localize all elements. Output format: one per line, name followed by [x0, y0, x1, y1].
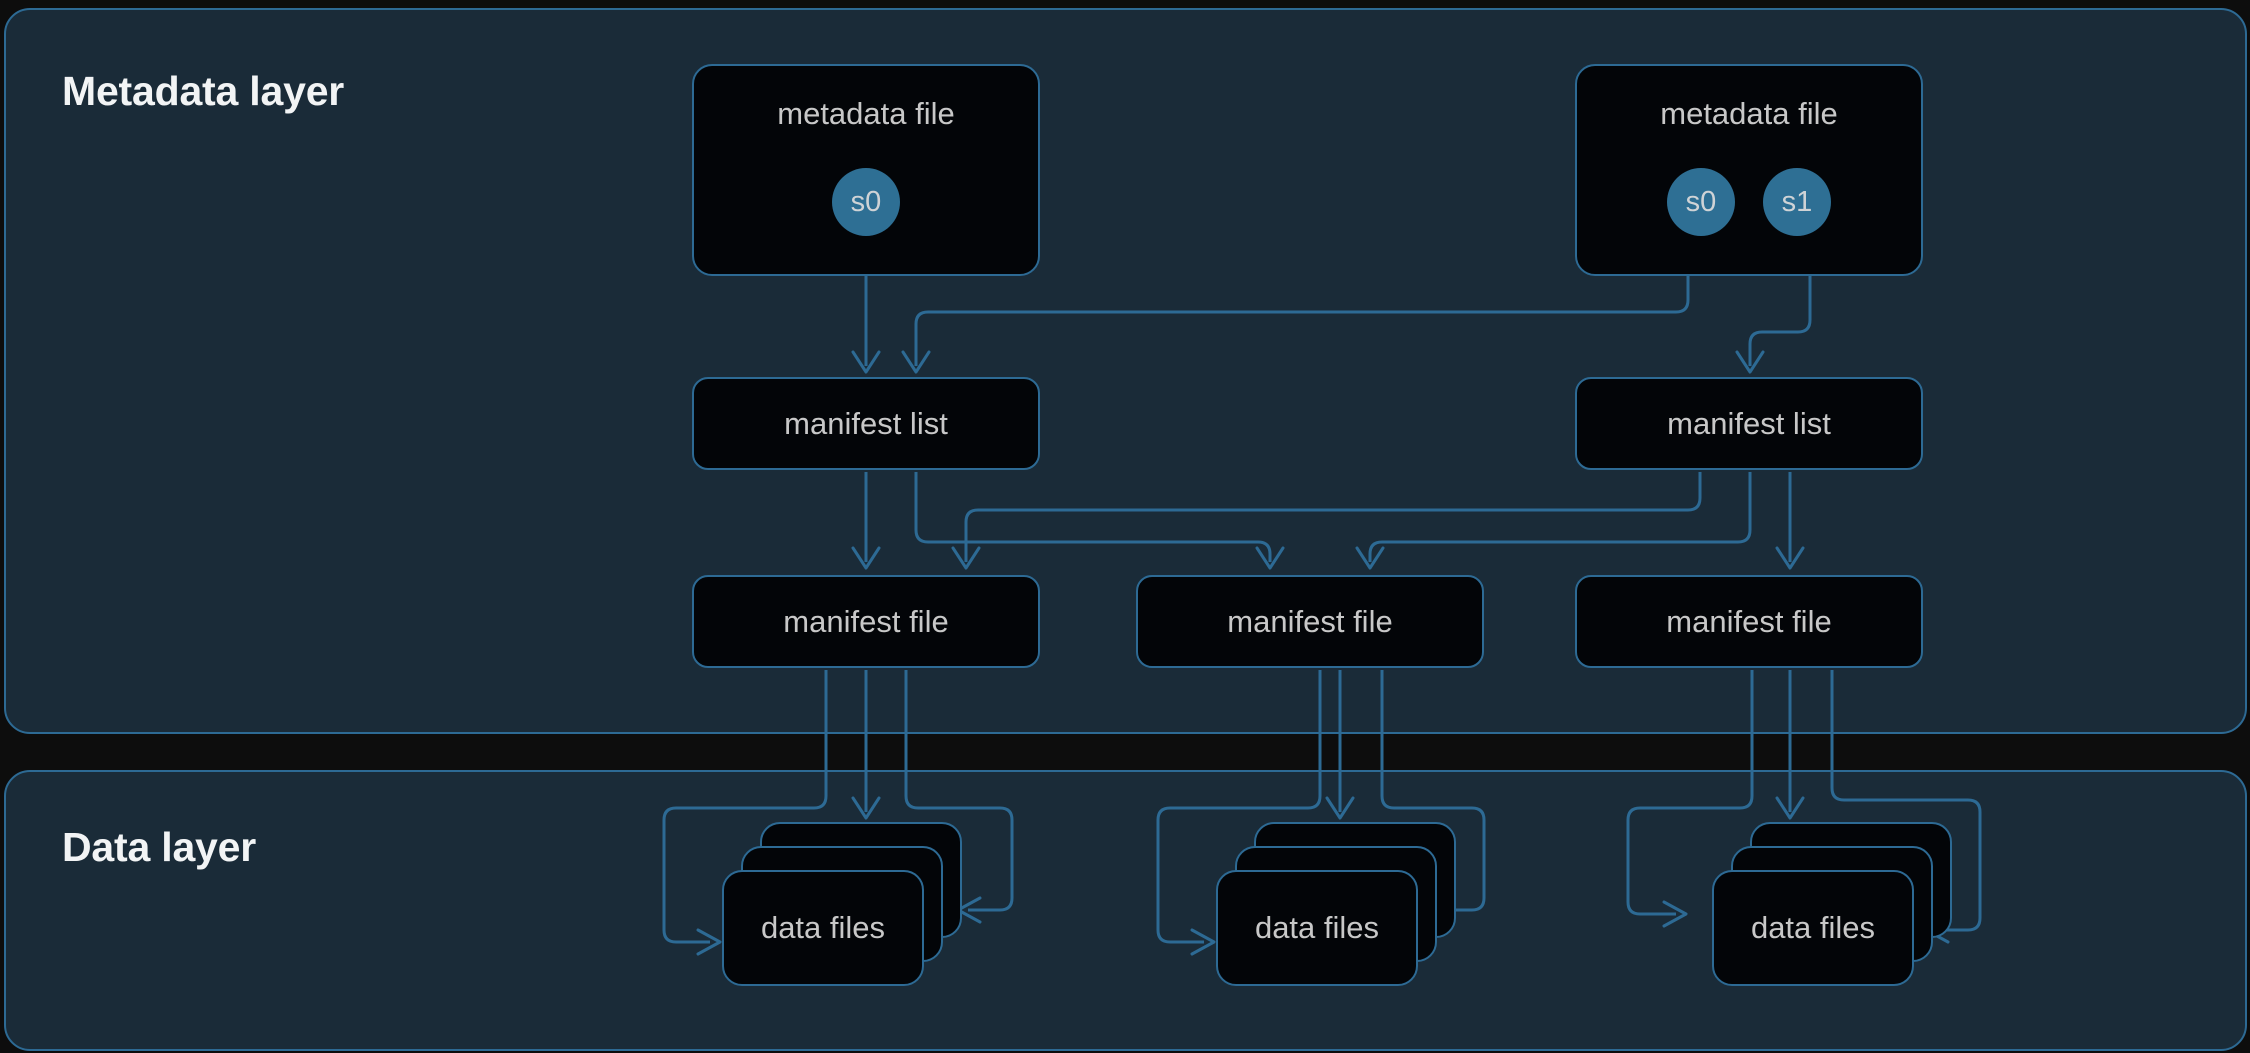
metadata-file-2[interactable]: metadata file s0 s1: [1575, 64, 1923, 276]
metadata-layer-title: Metadata layer: [62, 68, 345, 114]
metadata-file-1[interactable]: metadata file s0: [692, 64, 1040, 276]
manifest-file-3[interactable]: manifest file: [1575, 575, 1923, 668]
manifest-file-1[interactable]: manifest file: [692, 575, 1040, 668]
snapshot-badge-s1[interactable]: s1: [1763, 168, 1831, 236]
metadata-file-1-label: metadata file: [777, 96, 955, 131]
metadata-file-2-label: metadata file: [1660, 96, 1838, 131]
data-files-card-front[interactable]: data files: [722, 870, 924, 986]
metadata-file-2-snapshots: s0 s1: [1667, 168, 1831, 236]
manifest-file-2[interactable]: manifest file: [1136, 575, 1484, 668]
data-layer-title: Data layer: [62, 824, 257, 870]
snapshot-badge-s0[interactable]: s0: [1667, 168, 1735, 236]
data-files-card-front[interactable]: data files: [1216, 870, 1418, 986]
data-files-card-front[interactable]: data files: [1712, 870, 1914, 986]
manifest-list-2[interactable]: manifest list: [1575, 377, 1923, 470]
snapshot-badge-s0[interactable]: s0: [832, 168, 900, 236]
metadata-file-1-snapshots: s0: [832, 168, 900, 236]
manifest-list-1[interactable]: manifest list: [692, 377, 1040, 470]
